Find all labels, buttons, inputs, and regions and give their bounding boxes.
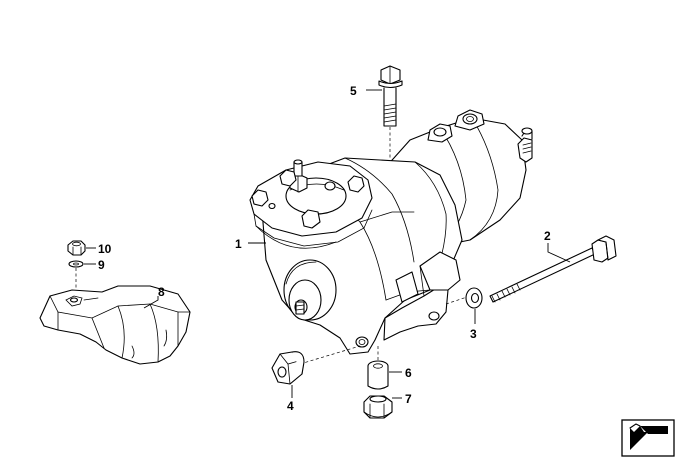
hex-nut-flange: [363, 395, 393, 419]
arrow-indicator-icon: [621, 419, 675, 457]
sleeve: [367, 360, 389, 390]
callout-9: 9: [98, 258, 105, 272]
callout-7: 7: [405, 392, 412, 406]
leader-8: [143, 296, 159, 309]
callout-6: 6: [405, 366, 412, 380]
bolt-long: [489, 235, 617, 303]
callout-4: 4: [287, 399, 294, 413]
washer: [465, 287, 483, 309]
leader-2: [547, 243, 571, 263]
callout-10: 10: [98, 242, 112, 256]
alignment-line-long-bolt: [445, 295, 471, 305]
flange-nut: [271, 351, 305, 385]
callout-5: 5: [350, 84, 357, 98]
callout-3: 3: [470, 327, 477, 341]
alignment-line-nut: [299, 345, 361, 365]
callout-1: 1: [235, 237, 242, 251]
callout-2: 2: [544, 229, 551, 243]
small-washer: [68, 260, 84, 268]
bolt-vertical: [378, 65, 403, 160]
steering-gear-box: [249, 109, 533, 355]
cover-shield: [39, 285, 191, 365]
small-nut: [67, 240, 86, 256]
callout-8: 8: [158, 285, 165, 299]
